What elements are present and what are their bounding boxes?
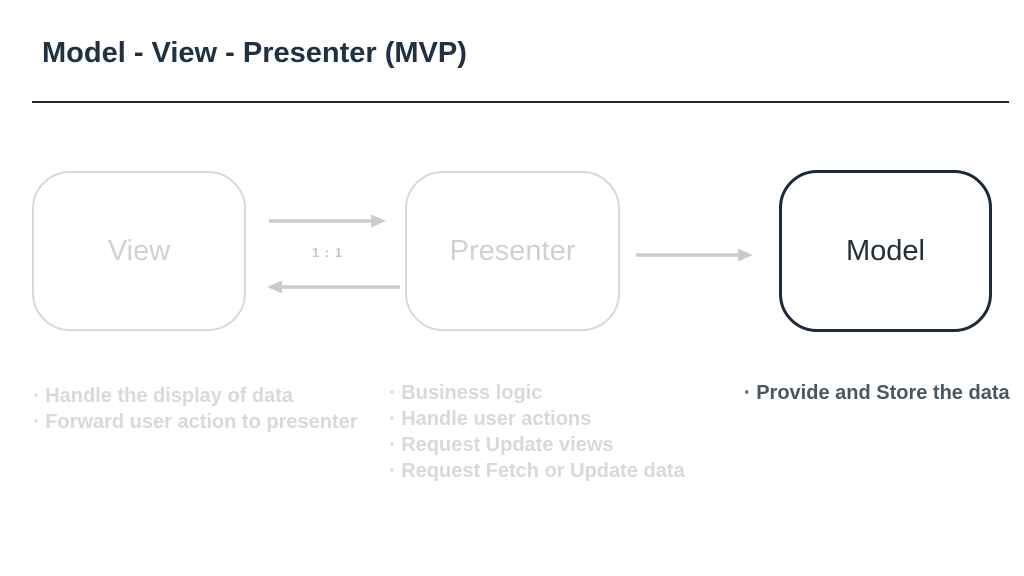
title-divider: [32, 101, 1009, 103]
node-view-label: View: [107, 234, 171, 267]
arrow-right-presenter-to-model-icon: [636, 248, 753, 262]
model-bullets: · Provide and Store the data: [744, 380, 1010, 406]
arrow-right-view-to-presenter-icon: [269, 214, 386, 228]
bullet-line: · Business logic: [389, 382, 543, 404]
bullet-line: · Request Update views: [389, 434, 614, 456]
node-presenter-label: Presenter: [449, 234, 576, 267]
arrow-left-presenter-to-view-icon: [267, 280, 400, 294]
relation-ratio-label: 1 : 1: [311, 245, 343, 260]
node-view: View: [32, 171, 246, 331]
bullet-line: · Handle user actions: [389, 408, 592, 430]
node-model-label: Model: [846, 234, 925, 267]
node-presenter: Presenter: [405, 171, 620, 331]
slide-title: Model - View - Presenter (MVP): [42, 37, 467, 69]
bullet-line: · Provide and Store the data: [744, 382, 1010, 404]
presenter-bullets: · Business logic · Handle user actions ·…: [389, 380, 685, 484]
view-bullets: · Handle the display of data · Forward u…: [33, 383, 358, 435]
bullet-line: · Handle the display of data: [33, 385, 294, 407]
node-model: Model: [779, 170, 992, 332]
bullet-line: · Request Fetch or Update data: [389, 460, 685, 482]
bullet-line: · Forward user action to presenter: [33, 411, 358, 433]
